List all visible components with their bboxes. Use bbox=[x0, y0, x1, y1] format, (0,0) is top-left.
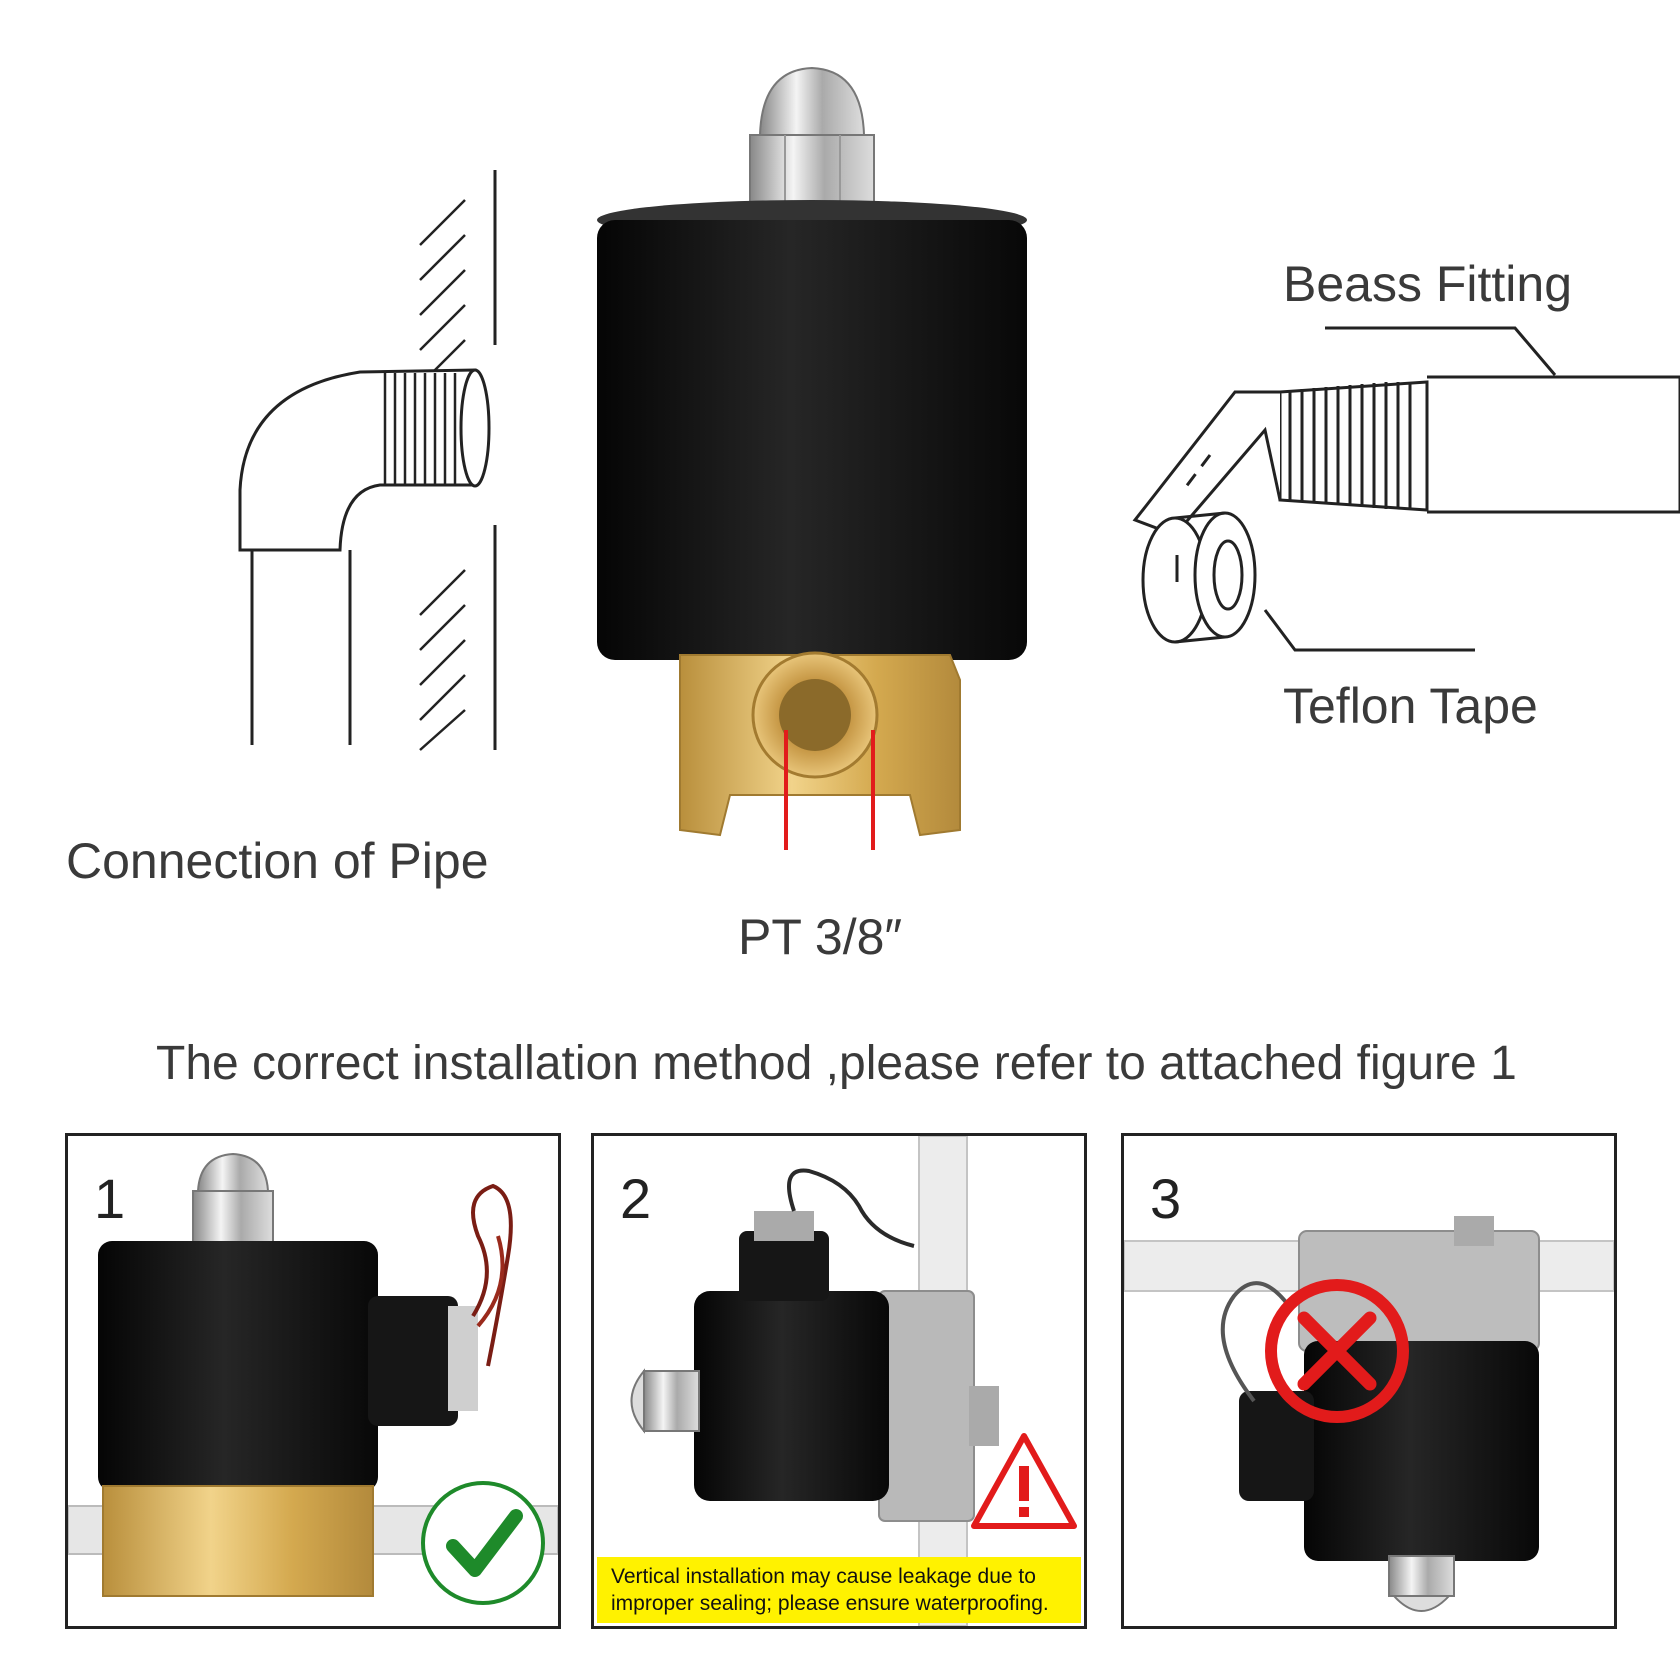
cross-circle-icon bbox=[1265, 1279, 1409, 1423]
valve-horizontal-upright-image bbox=[68, 1152, 558, 1597]
pipe-elbow-drawing bbox=[238, 170, 497, 751]
panel-inverted-installation: 3 bbox=[1121, 1133, 1617, 1629]
port-size-label: PT 3/8″ bbox=[738, 909, 903, 965]
warning-triangle-icon bbox=[971, 1433, 1077, 1529]
panel-number: 3 bbox=[1150, 1167, 1182, 1230]
warning-notice-banner: Vertical installation may cause leakage … bbox=[597, 1557, 1081, 1623]
teflon-tape-label: Teflon Tape bbox=[1283, 678, 1538, 734]
panel-correct-installation: 1 bbox=[65, 1133, 561, 1629]
warning-text-line: improper sealing; please ensure waterpro… bbox=[611, 1592, 1049, 1615]
installation-instruction-heading: The correct installation method ,please … bbox=[156, 1037, 1517, 1090]
solenoid-valve-main bbox=[597, 66, 1027, 850]
connection-of-pipe-label: Connection of Pipe bbox=[66, 833, 489, 889]
valve-vertical-pipe-image bbox=[630, 1136, 999, 1626]
check-circle-icon bbox=[421, 1481, 545, 1605]
brass-fitting-label: Beass Fitting bbox=[1283, 256, 1573, 312]
brass-fitting-drawing bbox=[1132, 326, 1680, 652]
panel-number: 2 bbox=[620, 1167, 652, 1230]
panel-number: 1 bbox=[94, 1167, 126, 1230]
warning-text-line: Vertical installation may cause leakage … bbox=[611, 1565, 1036, 1588]
panel-vertical-installation: 2 Vertical installation may cause leakag… bbox=[591, 1133, 1087, 1629]
